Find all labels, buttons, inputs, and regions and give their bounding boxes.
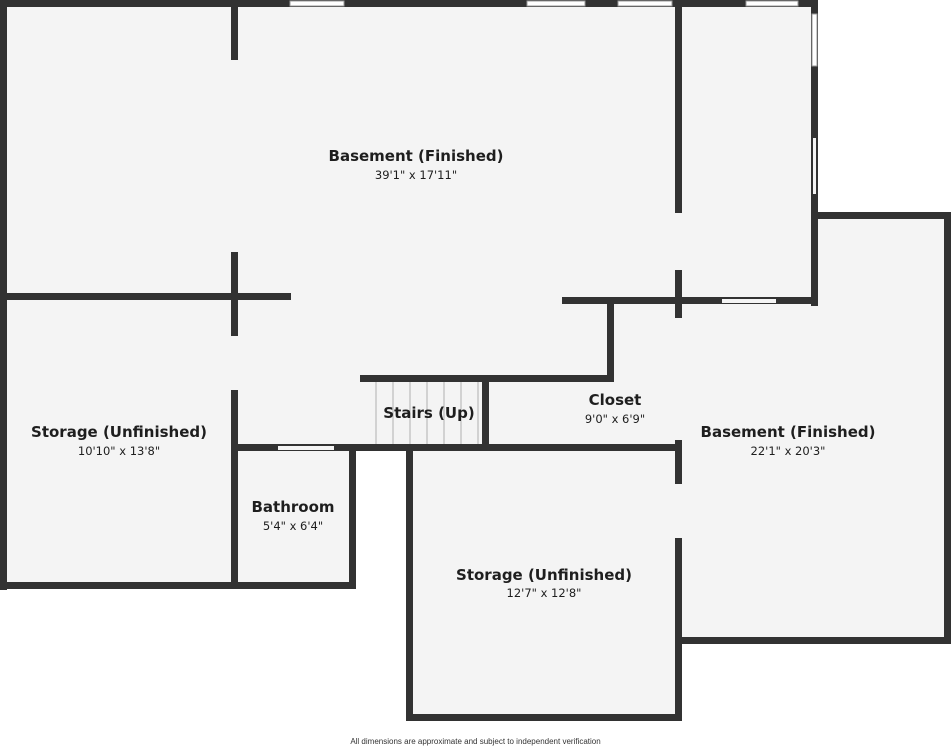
room-name: Storage (Unfinished) xyxy=(456,566,632,584)
room-dimensions: 9'0" x 6'9" xyxy=(585,412,645,426)
window xyxy=(526,0,586,7)
room-floors xyxy=(0,0,950,718)
window xyxy=(745,0,799,7)
room-name: Storage (Unfinished) xyxy=(31,423,207,441)
room-dimensions: 12'7" x 12'8" xyxy=(507,586,582,600)
stairs-treads xyxy=(375,380,479,446)
room-dimensions: 10'10" x 13'8" xyxy=(78,444,160,458)
room-dimensions: 5'4" x 6'4" xyxy=(263,519,323,533)
room-dimensions: 22'1" x 20'3" xyxy=(751,444,826,458)
room-name: Bathroom xyxy=(251,498,334,516)
window xyxy=(289,0,345,7)
room-dimensions: 39'1" x 17'11" xyxy=(375,168,457,182)
room-name: Stairs (Up) xyxy=(383,404,474,422)
openings xyxy=(231,138,816,538)
room-name: Basement (Finished) xyxy=(329,147,504,165)
windows xyxy=(289,0,818,67)
window xyxy=(811,13,818,67)
floor-storage-west xyxy=(0,296,236,586)
floor-storage-south xyxy=(408,448,682,718)
disclaimer-footnote: All dimensions are approximate and subje… xyxy=(350,737,601,746)
window xyxy=(617,0,673,7)
floor-bathroom xyxy=(234,448,354,586)
room-labels: Basement (Finished) 39'1" x 17'11" Stora… xyxy=(31,147,875,600)
room-name: Closet xyxy=(589,391,642,409)
room-name: Basement (Finished) xyxy=(701,423,876,441)
